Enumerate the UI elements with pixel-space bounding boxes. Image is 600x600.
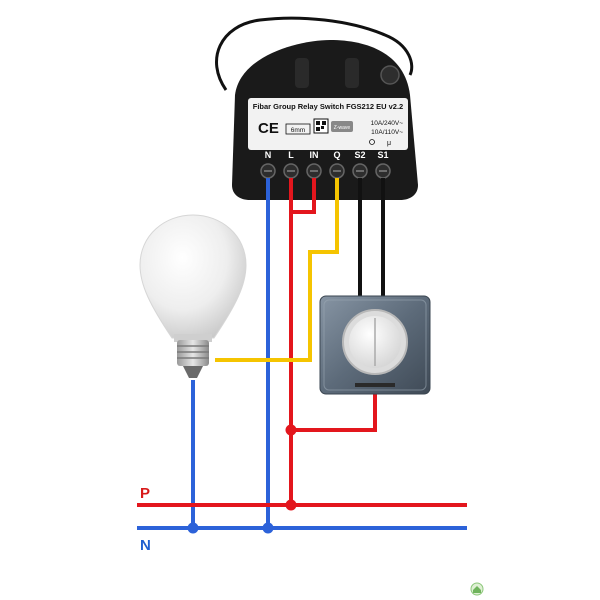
bulb-tip [183, 366, 203, 378]
wall-switch-icon [319, 295, 431, 395]
rating-symbol: μ [387, 140, 391, 147]
module-title: Fibar Group Relay Switch FGS212 EU v2.2 [253, 102, 403, 111]
rating-1: 10A/240V~ [371, 120, 404, 127]
light-bulb-icon [139, 214, 247, 378]
zwave-logo-icon [331, 121, 353, 132]
zwave-mark: Z-wave [334, 125, 351, 131]
terminal-label-n: N [265, 150, 272, 160]
load-wire [215, 178, 339, 362]
terminal-label-l: L [288, 150, 294, 160]
phase-switch-wire [291, 393, 377, 432]
terminal-label-q: Q [333, 150, 340, 160]
phase-in-jumper [291, 178, 316, 214]
relay-module: Fibar Group Relay Switch FGS212 EU v2.2 … [215, 16, 418, 200]
phase-wires [289, 178, 377, 505]
strip-length-box [285, 123, 311, 135]
strip-length: 6mm [291, 127, 305, 134]
antenna-wire [215, 16, 414, 91]
junction-neutral-bulb [187, 522, 199, 534]
terminal-label-in: IN [310, 150, 319, 160]
ce-mark: CE [258, 120, 279, 137]
module-clip-left [295, 58, 309, 88]
rating-2: 10A/110V~ [371, 129, 403, 136]
bulb-glass [139, 214, 247, 339]
junction-phase-switch [285, 424, 297, 436]
junction-dots [187, 424, 297, 534]
switch-wires [358, 178, 385, 300]
bulb-base [177, 340, 209, 366]
junction-phase-main [285, 499, 297, 511]
terminal-label-s2: S2 [354, 150, 365, 160]
bulb-neck [174, 334, 212, 342]
terminal-label-s1: S1 [377, 150, 388, 160]
junction-neutral-module [262, 522, 274, 534]
neutral-label: N [140, 537, 151, 554]
home-logo-icon [470, 582, 484, 596]
sun-icon [369, 139, 375, 145]
module-clip-right [345, 58, 359, 88]
phase-label: P [140, 485, 150, 502]
module-button [380, 65, 400, 85]
